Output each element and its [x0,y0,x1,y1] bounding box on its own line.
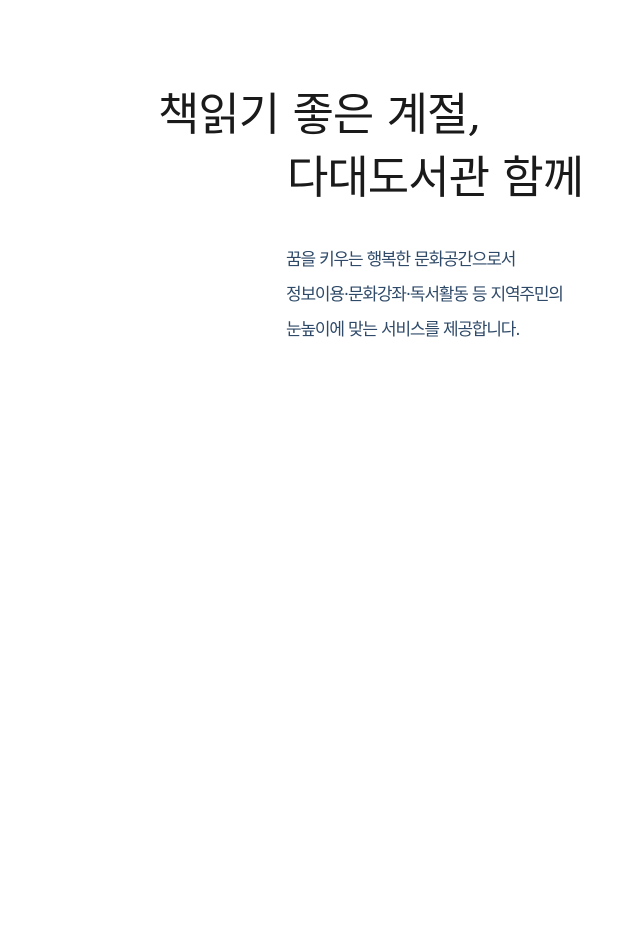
hero-description: 꿈을 키우는 행복한 문화공간으로서 정보이용·문화강좌·독서활동 등 지역주민… [286,243,636,348]
description-line-1: 꿈을 키우는 행복한 문화공간으로서 [286,250,516,270]
description-line-3: 눈높이에 맞는 서비스를 제공합니다. [286,320,521,340]
description-line-2: 정보이용·문화강좌·독서활동 등 지역주민의 [286,285,564,305]
headline-line-2: 다대도서관 함께 [287,151,584,204]
headline-line-1: 책읽기 좋은 계절, [158,88,482,141]
